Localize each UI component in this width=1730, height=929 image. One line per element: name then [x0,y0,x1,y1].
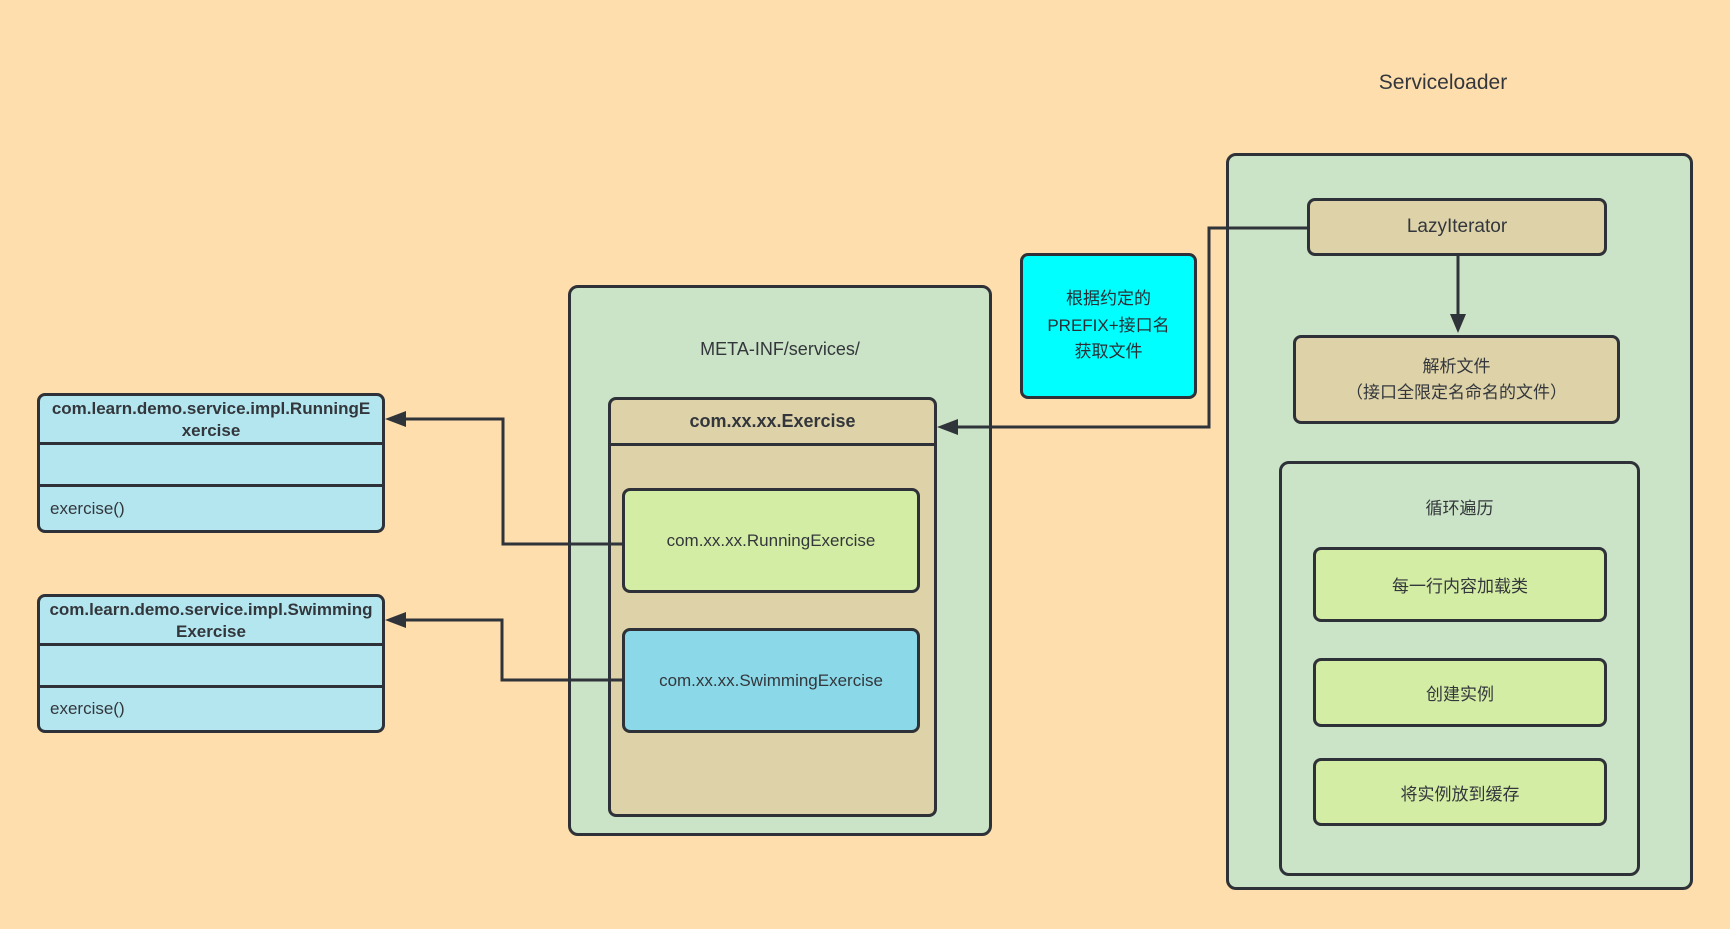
loop-title: 循环遍历 [1425,498,1494,518]
class-fields [40,646,382,688]
class-name: com.learn.demo.service.impl.RunningExerc… [40,396,382,445]
arrowhead-left-icon [385,411,406,427]
diagram-title: Serviceloader [1378,71,1508,94]
annotation-note: 根据约定的 PREFIX+接口名 获取文件 [1020,253,1197,399]
class-method: exercise() [50,699,125,718]
loop-step: 每一行内容加载类 [1313,547,1607,622]
class-fields [40,445,382,487]
impl-class-running: com.learn.demo.service.impl.RunningExerc… [37,393,385,533]
arrowhead-left-icon [385,612,406,628]
meta-inf-label: META-INF/services/ [700,338,860,359]
parse-file-node: 解析文件 （接口全限定名命名的文件） [1293,335,1620,424]
service-file-name: com.xx.xx.Exercise [611,400,934,446]
service-entry-swimming: com.xx.xx.SwimmingExercise [622,628,920,733]
class-method: exercise() [50,498,125,518]
service-entry-running: com.xx.xx.RunningExercise [622,488,920,593]
lazy-iterator-node: LazyIterator [1307,198,1607,256]
class-name: com.learn.demo.service.impl.SwimmingExer… [40,597,382,646]
impl-class-swimming: com.learn.demo.service.impl.SwimmingExer… [37,594,385,733]
loop-step: 创建实例 [1313,658,1607,727]
loop-step: 将实例放到缓存 [1313,758,1607,826]
service-file-node: com.xx.xx.Exercise [608,397,937,817]
